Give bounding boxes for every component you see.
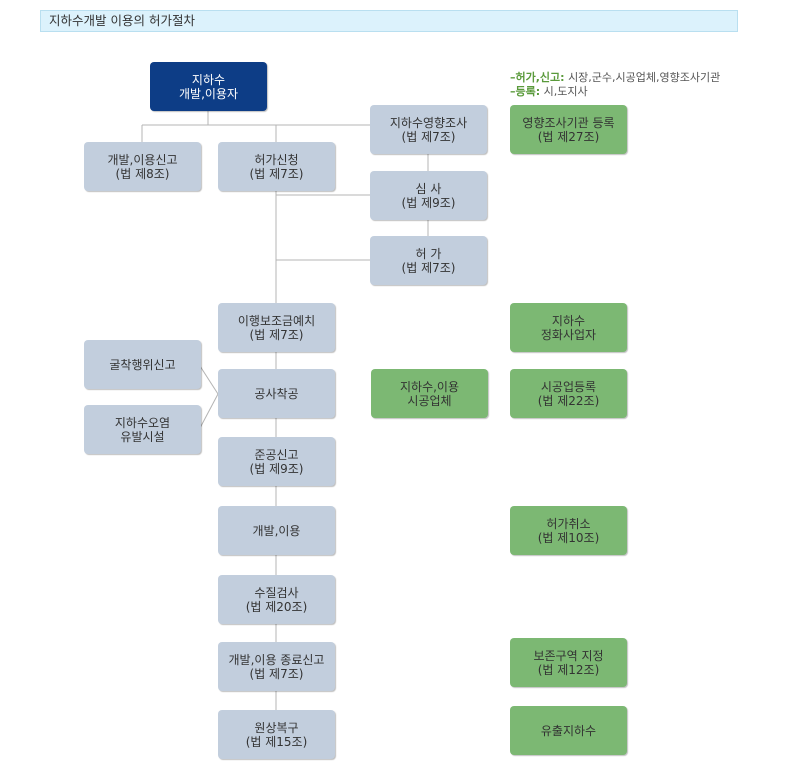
node-impact-survey: 지하수영향조사 (법 제7조): [370, 105, 487, 154]
node-permit: 허 가 (법 제7조): [370, 236, 487, 285]
legend-key: –허가,신고:: [510, 71, 565, 84]
node-label: 준공신고 (법 제9조): [249, 447, 304, 476]
legend-permit-report: –허가,신고: 시장,군수,시공업체,영향조사기관: [510, 71, 720, 84]
node-pollution-facility: 지하수오염 유발시설: [84, 405, 201, 454]
node-development-use: 개발,이용: [218, 506, 335, 555]
node-purifier: 지하수 정화사업자: [510, 303, 627, 352]
node-label: 수질검사 (법 제20조): [245, 585, 308, 614]
node-completion-report: 준공신고 (법 제9조): [218, 437, 335, 486]
node-label: 개발,이용신고 (법 제8조): [107, 152, 178, 181]
node-label: 허가취소 (법 제10조): [537, 516, 600, 545]
node-outflow-groundwater: 유출지하수: [510, 706, 627, 755]
node-report: 개발,이용신고 (법 제8조): [84, 142, 201, 191]
node-label: 지하수,이용 시공업체: [399, 379, 459, 408]
node-water-test: 수질검사 (법 제20조): [218, 575, 335, 624]
node-deposit: 이행보조금예치 (법 제7조): [218, 303, 335, 352]
node-protection-zone: 보존구역 지정 (법 제12조): [510, 638, 627, 687]
node-contractor-registration: 시공업등록 (법 제22조): [510, 369, 627, 418]
node-label: 공사착공: [254, 386, 299, 401]
legend-value: 시장,군수,시공업체,영향조사기관: [568, 71, 721, 84]
node-label: 심 사 (법 제9조): [401, 181, 456, 210]
legend-key: –등록:: [510, 85, 541, 98]
node-label: 지하수영향조사 (법 제7조): [389, 115, 468, 144]
node-developer: 지하수 개발,이용자: [150, 62, 267, 111]
node-label: 굴착행위신고: [109, 357, 176, 372]
node-construction-start: 공사착공: [218, 369, 335, 418]
node-label: 지하수 개발,이용자: [178, 72, 238, 101]
legend-value: 시,도지사: [543, 85, 588, 98]
node-restore: 원상복구 (법 제15조): [218, 710, 335, 759]
node-label: 지하수 정화사업자: [540, 313, 597, 342]
node-review: 심 사 (법 제9조): [370, 171, 487, 220]
node-label: 개발,이용 종료신고 (법 제7조): [228, 652, 325, 681]
node-label: 유출지하수: [540, 723, 597, 738]
node-label: 보존구역 지정 (법 제12조): [533, 648, 604, 677]
node-drilling-report: 굴착행위신고: [84, 340, 201, 389]
node-label: 개발,이용: [252, 523, 301, 538]
node-label: 허가신청 (법 제7조): [249, 152, 304, 181]
node-label: 시공업등록 (법 제22조): [537, 379, 600, 408]
node-label: 이행보조금예치 (법 제7조): [237, 313, 316, 342]
node-impact-agency-registration: 영향조사기관 등록 (법 제27조): [510, 105, 627, 154]
node-label: 원상복구 (법 제15조): [245, 720, 308, 749]
node-permit-cancel: 허가취소 (법 제10조): [510, 506, 627, 555]
legend-registration: –등록: 시,도지사: [510, 85, 588, 98]
node-contractor: 지하수,이용 시공업체: [371, 369, 488, 418]
node-end-report: 개발,이용 종료신고 (법 제7조): [218, 642, 335, 691]
node-label: 허 가 (법 제7조): [401, 246, 456, 275]
node-apply: 허가신청 (법 제7조): [218, 142, 335, 191]
page-title: 지하수개발 이용의 허가절차: [40, 10, 738, 32]
node-label: 지하수오염 유발시설: [114, 415, 171, 444]
node-label: 영향조사기관 등록 (법 제27조): [522, 115, 615, 144]
